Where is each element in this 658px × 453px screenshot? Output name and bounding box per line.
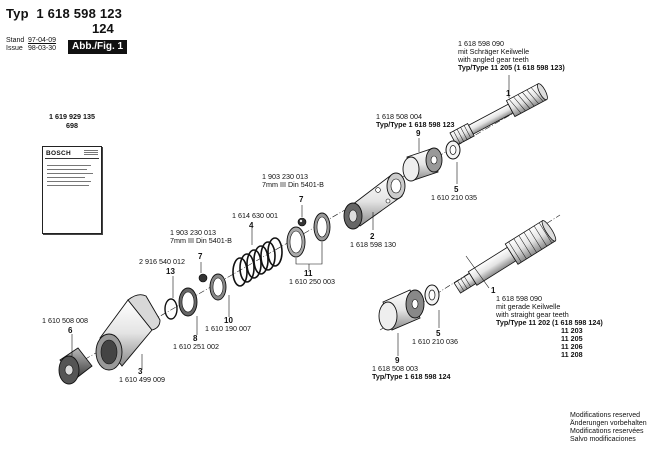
ring8-pos: 8	[193, 334, 198, 343]
lower-ball-7	[198, 273, 208, 283]
cap-pos: 6	[68, 326, 73, 335]
upper-bush-type: Typ/Type 1 618 598 123	[376, 120, 455, 129]
modifications-notice: Modifications reserved Änderungen vorbeh…	[570, 412, 647, 444]
upper-bush-9	[402, 147, 443, 182]
rings-set-pos: 11	[304, 269, 313, 278]
mods-es: Salvo modificaciones	[570, 436, 636, 443]
lower-shaft-desc-de: mit gerade Keilwelle	[496, 302, 561, 311]
upper-ring-pos: 5	[454, 185, 459, 194]
hammer-number: 1 618 598 130	[350, 240, 396, 249]
lower-shaft-type-3: 11 206	[561, 342, 583, 351]
ring8-number: 1 610 251 002	[173, 342, 219, 351]
rings-set-11	[286, 212, 331, 258]
stand-label: Stand	[6, 37, 25, 44]
lower-ball-pos: 7	[198, 252, 203, 261]
mods-fr: Modifications reservées	[570, 428, 644, 435]
hammer-2	[343, 172, 406, 230]
spring-pos: 4	[249, 221, 254, 230]
lower-ball-spec: 7mm III Din 5401-B	[170, 236, 232, 245]
lower-shaft-type-4: 11 208	[561, 350, 583, 359]
circlip-13	[164, 298, 178, 320]
upper-shaft-desc-en: with angled gear teeth	[458, 55, 529, 64]
type-number-2: 124	[92, 21, 114, 36]
upper-ball-highlight	[299, 219, 303, 223]
upper-ball-pos: 7	[299, 195, 304, 204]
figure-badge: Abb./Fig. 1	[68, 40, 128, 54]
washer-pos: 10	[224, 316, 233, 325]
cap-6	[58, 347, 93, 385]
mods-en: Modifications reserved	[570, 412, 641, 419]
lower-ring-pos: 5	[436, 329, 441, 338]
lower-shaft-pos: 1	[491, 286, 496, 295]
mods-de: Änderungen vorbehalten	[570, 420, 647, 427]
lower-ball-number: 1 903 230 013	[170, 228, 216, 237]
type-title: Typ 1 618 598 123	[6, 6, 122, 21]
manual-number: 1 619 929 135	[49, 112, 95, 121]
issue-date: 98-03-30	[28, 45, 57, 52]
upper-ring-number: 1 610 210 035	[431, 193, 477, 202]
type-number-1: 1 618 598 123	[36, 6, 123, 21]
manual-book-icon: BOSCH	[42, 146, 102, 234]
lower-shaft-desc-en: with straight gear teeth	[496, 310, 569, 319]
lower-shaft-type-2: 11 205	[561, 334, 583, 343]
washer-10	[209, 273, 227, 301]
upper-shaft-desc-de: mit Schräger Keilwelle	[458, 47, 530, 56]
circlip-number: 2 916 540 012	[139, 257, 185, 266]
sleeve-pos: 3	[138, 367, 143, 376]
sleeve-3	[95, 294, 161, 371]
washer-number: 1 610 190 007	[205, 324, 251, 333]
lower-bush-pos: 9	[395, 356, 400, 365]
spring-number: 1 614 630 001	[232, 211, 278, 220]
upper-shaft-part	[449, 83, 548, 146]
lower-bush-number: 1 618 508 003	[372, 364, 418, 373]
cap-number: 1 610 508 008	[42, 316, 88, 325]
upper-shaft-type: Typ/Type 11 205 (1 618 598 123)	[458, 63, 565, 72]
sleeve-number: 1 610 499 009	[119, 375, 165, 384]
upper-ring-5	[445, 140, 461, 160]
lower-shaft-type-1: 11 203	[561, 326, 583, 335]
upper-ball-7	[297, 217, 307, 227]
upper-ball-spec: 7mm III Din 5401-B	[262, 180, 324, 189]
issue-label: Issue	[6, 45, 23, 52]
lower-shaft-type: Typ/Type 11 202 (1 618 598 124)	[496, 318, 603, 327]
lower-shaft-number: 1 618 598 090	[496, 294, 542, 303]
hammer-pos: 2	[370, 232, 375, 241]
manual-sub: 698	[66, 121, 78, 130]
upper-bush-number: 1 618 508 004	[376, 112, 422, 121]
lower-bush-type: Typ/Type 1 618 598 124	[372, 372, 451, 381]
ring-8	[178, 287, 198, 317]
upper-bush-pos: 9	[416, 129, 421, 138]
rings-set-number: 1 610 250 003	[289, 277, 335, 286]
lower-shaft-part	[453, 220, 557, 294]
stand-date: 97-04-09	[28, 37, 57, 44]
lower-bush-9	[378, 289, 425, 331]
leader-lines	[71, 75, 510, 370]
upper-ball-number: 1 903 230 013	[262, 172, 308, 181]
lower-ring-number: 1 610 210 036	[412, 337, 458, 346]
spring-4	[232, 237, 283, 287]
upper-shaft-pos: 1	[506, 89, 511, 98]
type-prefix: Typ	[6, 6, 29, 21]
lower-ring-5	[424, 284, 440, 306]
manual-brand: BOSCH	[46, 150, 71, 157]
circlip-pos: 13	[166, 267, 175, 276]
upper-shaft-number: 1 618 598 090	[458, 39, 504, 48]
